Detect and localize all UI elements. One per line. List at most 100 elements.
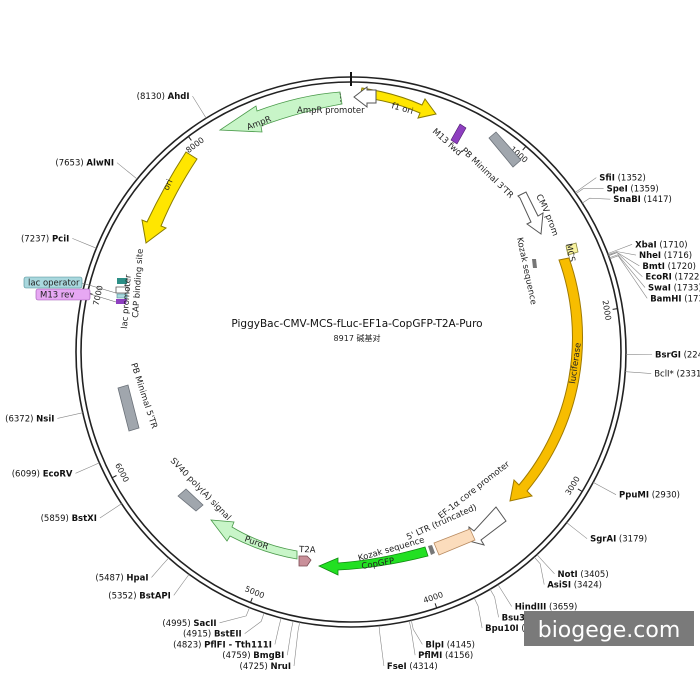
cap-binding-site-feature <box>117 278 127 284</box>
site-label: HindIII (3659) <box>515 603 578 613</box>
site-leader-line <box>293 622 300 667</box>
site-label: (7237) PciI <box>21 234 69 244</box>
ampr-promoter-label: AmpR promoter <box>297 106 365 116</box>
t2a-label: T2A <box>298 545 316 556</box>
site-leader-line <box>116 162 138 180</box>
site-leader-line <box>408 620 416 656</box>
mcs-label: MCS <box>563 243 576 263</box>
ampr-promoter-feature <box>353 85 377 109</box>
lac-operator-callout-line <box>81 282 117 294</box>
site-label: (4725) NruI <box>240 662 292 672</box>
lac-promoter-label: lac promoter <box>120 274 134 329</box>
site-label: (6372) NsiI <box>5 414 54 424</box>
site-leader-line <box>99 503 122 519</box>
plasmid-name: PiggyBac-CMV-MCS-fLuc-EF1a-CopGFP-T2A-Pu… <box>231 318 482 330</box>
backbone-outer-circle <box>75 76 627 628</box>
site-leader-line <box>608 251 637 256</box>
site-leader-line <box>473 597 483 629</box>
tick-label: 3000 <box>564 475 582 497</box>
tick-label: 7000 <box>92 285 105 307</box>
cap-binding-site-label: CAP binding site <box>131 248 146 318</box>
site-label: SpeI (1359) <box>607 184 659 194</box>
site-label: AsiSI (3424) <box>547 581 602 591</box>
puror-feature <box>210 519 298 560</box>
site-leader-line <box>489 589 499 618</box>
site-leader-line <box>75 462 100 474</box>
puror-label: PuroR <box>243 534 270 552</box>
site-leader-line <box>566 522 588 539</box>
cmv-promoter-feature <box>517 191 544 235</box>
site-label: (5487) HpaI <box>95 573 148 583</box>
tick-mark <box>522 145 527 151</box>
tick-label: 8000 <box>184 135 206 154</box>
site-leader-line <box>151 557 169 578</box>
site-leader-line <box>582 197 611 204</box>
site-label: SnaBI (1417) <box>613 195 672 205</box>
site-label: BsrGI (2241) <box>655 351 700 361</box>
kozak-sequence-1-feature <box>532 259 537 268</box>
site-label: SfiI (1352) <box>599 174 646 184</box>
mcs-feature <box>565 242 579 256</box>
site-leader-line <box>173 574 190 596</box>
site-label: BamHI (1739) <box>650 294 700 304</box>
m13-rev-label-box <box>35 288 91 301</box>
lac-operator-feature <box>116 293 128 299</box>
t2a-feature <box>298 555 312 567</box>
site-leader-line <box>497 584 512 607</box>
tick-mark <box>577 488 583 492</box>
site-leader-line <box>575 188 604 194</box>
site-leader-line <box>533 556 545 585</box>
backbone-inner-circle <box>80 81 622 623</box>
site-leader-line <box>609 255 648 299</box>
lac-promoter-feature <box>115 286 129 294</box>
site-label: BclI* (2331) <box>654 370 700 380</box>
ori-feature <box>141 151 198 244</box>
plasmid-length: 8917 碱基对 <box>334 333 381 343</box>
site-label: PpuMI (2930) <box>619 491 680 501</box>
ampr-feature <box>218 91 343 133</box>
ori-label: ori <box>162 178 176 192</box>
f1-ori-feature <box>359 87 437 119</box>
m13-fwd-feature <box>450 123 467 145</box>
site-label: (5859) BstXI <box>41 514 97 524</box>
tick-label: 5000 <box>243 584 265 600</box>
site-leader-line <box>287 620 294 656</box>
site-label: PflMI (4156) <box>418 651 473 661</box>
tick-label: 4000 <box>422 590 444 605</box>
tick-mark <box>111 475 117 479</box>
site-leader-line <box>607 244 633 254</box>
site-label: (4759) BmgBI <box>222 651 284 661</box>
site-leader-line <box>411 620 423 645</box>
site-label: SwaI (1733) <box>648 284 700 294</box>
lac-operator-label: lac operator <box>28 279 80 289</box>
tick-mark <box>250 597 253 603</box>
site-leader-line <box>574 177 597 193</box>
pb-minimal-3tr-feature <box>488 131 522 168</box>
site-label: EcoRI (1722) <box>645 273 700 283</box>
site-label: (7653) AlwNI <box>55 159 114 169</box>
kozak-sequence-1-label: Kozak sequence <box>514 237 538 306</box>
tick-mark <box>187 136 192 141</box>
site-leader-line <box>274 617 282 645</box>
m13-rev-callout-line <box>89 293 117 303</box>
site-label: BmtI (1720) <box>642 262 696 272</box>
site-label: NheI (1716) <box>639 251 692 261</box>
site-label: FseI (4314) <box>387 662 438 672</box>
watermark-text: biogege.com <box>538 618 681 643</box>
m13-rev-feature <box>116 299 127 304</box>
site-leader-line <box>609 254 646 288</box>
tick-label: 6000 <box>113 462 130 484</box>
ltr-truncated-feature <box>433 528 476 556</box>
site-leader-line <box>608 251 640 267</box>
restriction-sites: (8130) AhdI(7653) AlwNI(7237) PciI(6372)… <box>5 92 700 672</box>
site-label: (4915) BstEII <box>183 630 242 640</box>
site-leader-line <box>192 95 207 119</box>
tick-label: 2000 <box>601 300 613 322</box>
copgfp-feature <box>318 546 429 576</box>
site-label: (5352) BstAPI <box>108 591 171 601</box>
site-leader-line <box>219 607 250 624</box>
pb-minimal-5tr-feature <box>117 384 140 432</box>
site-label: SgrAI (3179) <box>590 535 647 545</box>
site-leader-line <box>244 612 265 634</box>
